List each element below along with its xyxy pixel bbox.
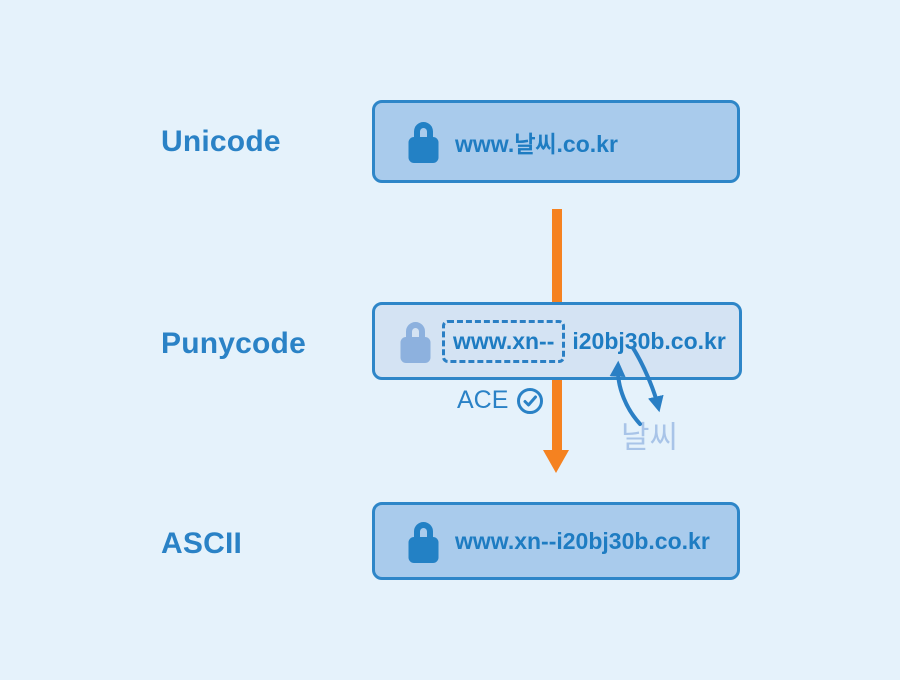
lock-icon <box>400 321 431 363</box>
ascii-url-text: www.xn--i20bj30b.co.kr <box>455 527 710 554</box>
lock-icon <box>408 122 439 163</box>
unicode-url-text: www.날씨.co.kr <box>455 130 618 157</box>
check-circle-icon <box>517 387 544 414</box>
lock-icon <box>408 521 439 563</box>
ascii-address-box: www.xn--i20bj30b.co.kr <box>372 502 740 580</box>
unicode-address-box: www.날씨.co.kr <box>372 100 740 183</box>
punycode-row-label: Punycode <box>161 327 306 360</box>
ace-annotation: ACE <box>457 386 544 415</box>
punycode-address-box: www.xn-- i20bj30b.co.kr <box>372 302 742 380</box>
ascii-row-label: ASCII <box>161 527 243 560</box>
unicode-word-faded: 날씨 <box>621 420 679 455</box>
ace-prefix-highlight: www.xn-- <box>442 319 566 363</box>
curved-swap-arrows-icon <box>609 346 664 426</box>
punycode-encoded-text: i20bj30b.co.kr <box>572 327 726 354</box>
unicode-row-label: Unicode <box>161 125 281 158</box>
ace-label: ACE <box>457 386 509 414</box>
